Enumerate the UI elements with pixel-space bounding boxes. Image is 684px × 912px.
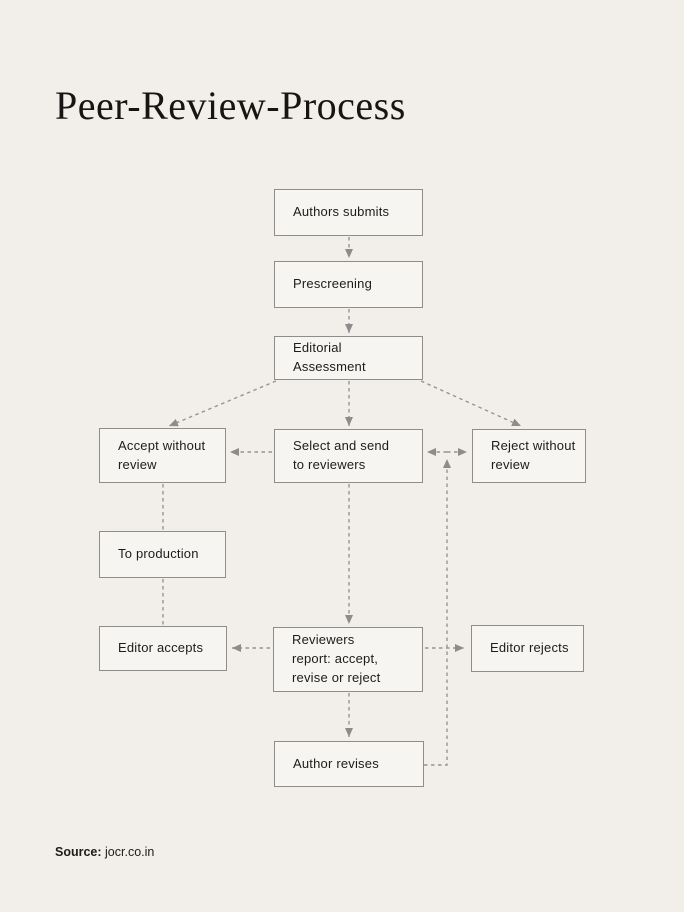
node-reject-without-review: Reject without review — [472, 429, 586, 483]
node-accept-without-review: Accept without review — [99, 428, 226, 483]
node-reviewers-report: Reviewers report: accept, revise or reje… — [273, 627, 423, 692]
source-value: jocr.co.in — [105, 845, 155, 859]
source-note: Source: jocr.co.in — [55, 845, 154, 859]
node-author-revises: Author revises — [274, 741, 424, 787]
node-to-production: To production — [99, 531, 226, 578]
node-editorial-assessment: Editorial Assessment — [274, 336, 423, 380]
edge-assessment-reject — [420, 380, 522, 427]
node-editor-accepts: Editor accepts — [99, 626, 227, 671]
source-label: Source: — [55, 845, 102, 859]
edge-authorrevises-feedback — [424, 459, 451, 766]
node-prescreening: Prescreening — [274, 261, 423, 308]
node-editor-rejects: Editor rejects — [471, 625, 584, 672]
node-authors-submits: Authors submits — [274, 189, 423, 236]
page-title: Peer-Review-Process — [55, 83, 406, 128]
edge-assessment-accept — [168, 380, 277, 427]
node-select-and-send: Select and send to reviewers — [274, 429, 423, 483]
